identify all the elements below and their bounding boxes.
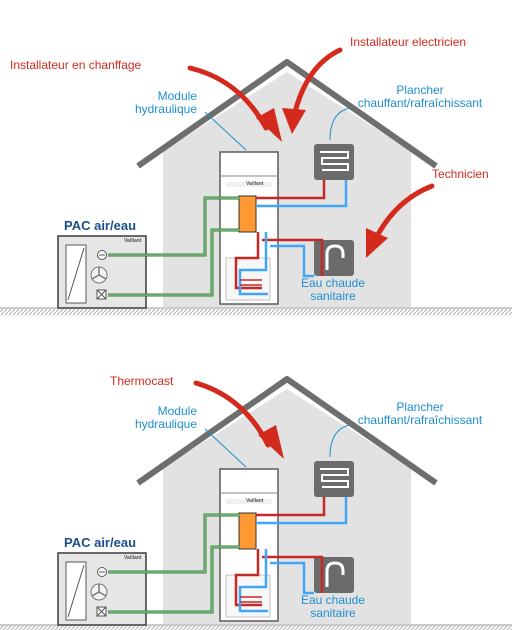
label-pac-b: PAC air/eau	[64, 535, 136, 550]
label-module-line1-b: Module	[158, 404, 198, 418]
label-water-line1-b: Eau chaude	[301, 593, 365, 607]
label-floor-line2-b: chauffant/rafraîchissant	[358, 413, 483, 427]
arrow-installer-electric-head	[282, 108, 306, 134]
label-installer-heating: Installateur en chanffage	[10, 58, 142, 72]
label-installer-electric: Installateur electricien	[350, 35, 466, 49]
arrow-installer-heating-head	[256, 108, 282, 142]
label-thermocast: Thermocast	[110, 374, 174, 388]
label-module-line2-b: hydraulique	[135, 417, 197, 431]
label-floor-line1-b: Plancher	[396, 400, 443, 414]
label-water-line2-b: sanitaire	[310, 606, 356, 620]
arrow-technician	[373, 183, 435, 241]
label-floor-line2: chauffant/rafraîchissant	[358, 96, 483, 110]
arrow-technician-head	[366, 228, 388, 258]
label-module-line2: hydraulique	[135, 102, 197, 116]
label-module-line1: Module	[158, 89, 198, 103]
label-pac: PAC air/eau	[64, 218, 136, 233]
arrow-thermocast-head	[258, 425, 284, 459]
arrow-installer-electric	[291, 47, 343, 119]
top-panel: Installateur en chanffage Installateur e…	[0, 35, 512, 315]
label-water-line2: sanitaire	[310, 289, 356, 303]
label-floor-line1: Plancher	[396, 83, 443, 97]
label-water-line1: Eau chaude	[301, 276, 365, 290]
bottom-panel: Thermocast Module hydraulique Plancher c…	[0, 374, 512, 630]
label-technician: Technicien	[432, 167, 489, 181]
